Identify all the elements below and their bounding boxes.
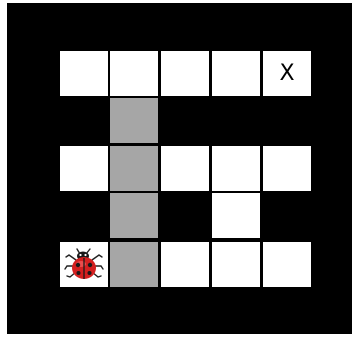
goal-marker: X <box>263 51 311 96</box>
goal-cell: X <box>263 51 311 96</box>
traversed-cell <box>110 98 158 143</box>
maze-cell <box>110 51 158 96</box>
traversed-cell <box>110 146 158 191</box>
maze-cell <box>161 51 209 96</box>
maze-cell <box>161 242 209 287</box>
player-cell <box>60 242 108 287</box>
maze-cell <box>60 51 108 96</box>
maze-cell <box>263 242 311 287</box>
traversed-cell <box>110 193 158 238</box>
maze-cell <box>212 146 260 191</box>
maze-cell <box>212 51 260 96</box>
maze-cell <box>212 242 260 287</box>
maze-cell <box>60 146 108 191</box>
maze-cell <box>212 193 260 238</box>
maze-cell <box>263 146 311 191</box>
ladybug-icon <box>64 246 104 284</box>
traversed-cell <box>110 242 158 287</box>
maze-board: X <box>7 3 352 334</box>
maze-cell <box>161 146 209 191</box>
